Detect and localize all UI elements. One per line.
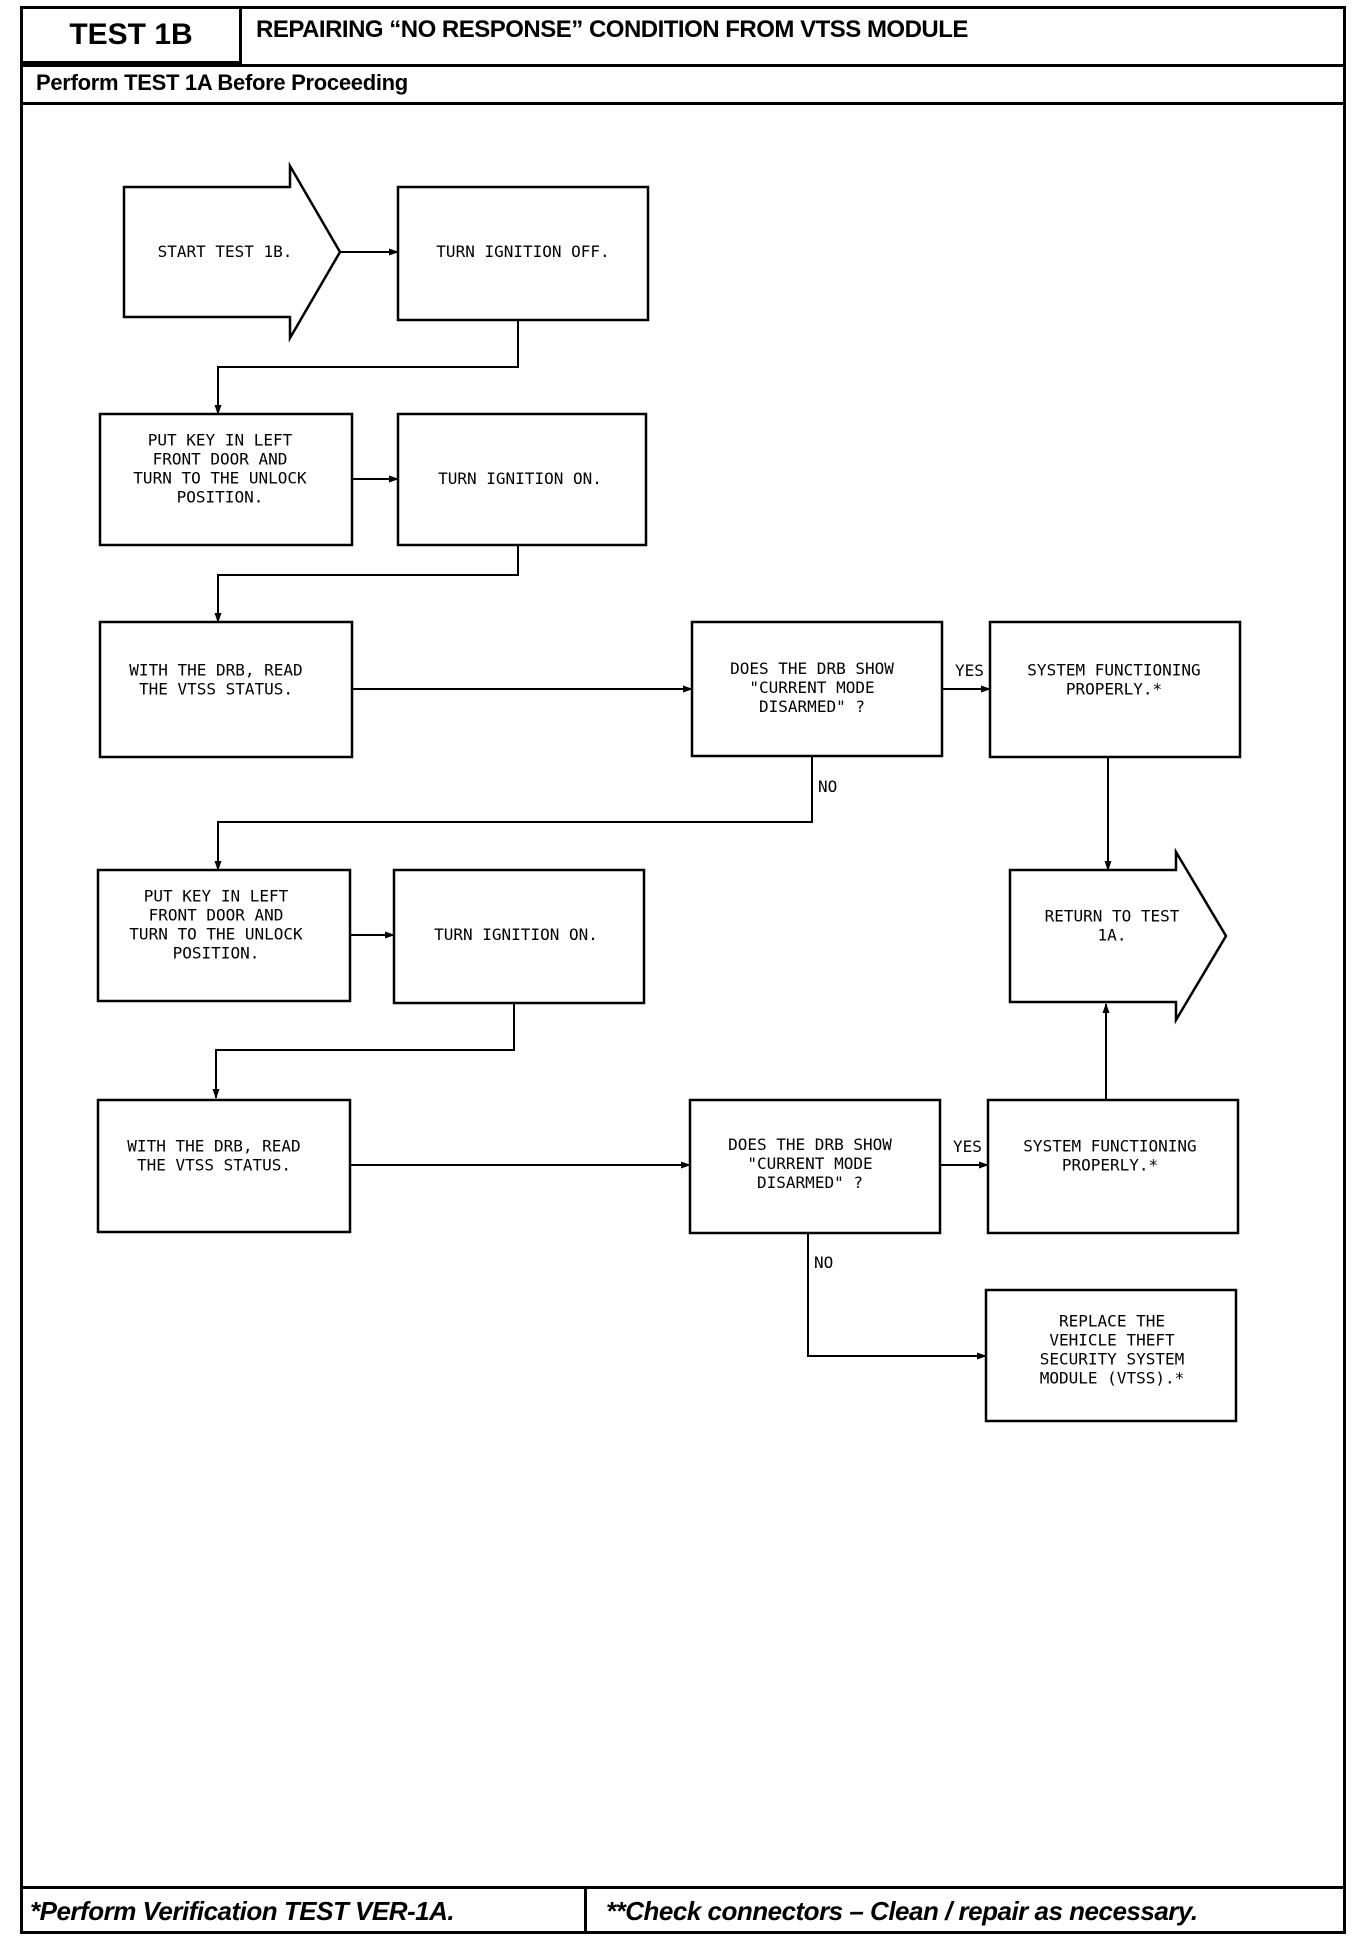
node-text-line: WITH THE DRB, READ — [127, 1137, 300, 1156]
node-text-line: PROPERLY.* — [1066, 680, 1162, 699]
node-text-line: FRONT DOOR AND — [149, 906, 284, 925]
no-label-2: NO — [814, 1253, 833, 1272]
header-divider — [20, 64, 1346, 67]
connectors — [212, 248, 1112, 1360]
footer-note-connectors: **Check connectors – Clean / repair as n… — [606, 1896, 1198, 1926]
arrow-ignition-on-1-to-read-status-1 — [214, 546, 519, 623]
footer-divider — [20, 1886, 1346, 1889]
node-text-line: DISARMED" ? — [759, 697, 865, 716]
node-text-line: DOES THE DRB SHOW — [730, 659, 894, 678]
node-text-line: DISARMED" ? — [757, 1173, 863, 1192]
arrow-ignition-off-to-key-unlock-1 — [214, 320, 519, 415]
node-text-line: PROPERLY.* — [1062, 1156, 1158, 1175]
node-text-line: THE VTSS STATUS. — [139, 680, 293, 699]
subtitle-divider — [20, 102, 1346, 105]
decision-1: DOES THE DRB SHOW"CURRENT MODEDISARMED" … — [690, 620, 944, 758]
ignition-on-step-2: TURN IGNITION ON. — [392, 868, 646, 1005]
node-text-line: TURN IGNITION OFF. — [436, 242, 609, 261]
node-text-line: 1A. — [1098, 926, 1127, 945]
node-text-line: TURN TO THE UNLOCK — [133, 469, 307, 488]
node-text-line: RETURN TO TEST — [1045, 907, 1180, 926]
node-text-line: POSITION. — [173, 944, 260, 963]
node-text-line: THE VTSS STATUS. — [137, 1156, 291, 1175]
footer-note-verification: *Perform Verification TEST VER-1A. — [30, 1896, 455, 1926]
node-text-line: PUT KEY IN LEFT — [148, 431, 293, 450]
no-label-1: NO — [818, 777, 837, 796]
node-text-line: "CURRENT MODE — [749, 678, 874, 697]
node-text-line: SECURITY SYSTEM — [1040, 1350, 1185, 1369]
node-text-line: FRONT DOOR AND — [153, 450, 288, 469]
node-text-line: DOES THE DRB SHOW — [728, 1135, 892, 1154]
yes-label-2: YES — [953, 1137, 982, 1156]
node-text-line: START TEST 1B. — [158, 242, 293, 261]
node-text-line: REPLACE THE — [1059, 1312, 1165, 1331]
decision-2: DOES THE DRB SHOW"CURRENT MODEDISARMED" … — [688, 1098, 942, 1235]
arrow-decision-2-no — [807, 1233, 987, 1360]
ignition-on-step-1: TURN IGNITION ON. — [396, 412, 648, 547]
node-text-line: POSITION. — [177, 488, 264, 507]
yes-label-1: YES — [955, 661, 984, 680]
test-id-label: TEST 1B — [20, 6, 242, 64]
page-frame — [20, 6, 1346, 1934]
node-text-line: WITH THE DRB, READ — [129, 661, 302, 680]
ignition-off-step: TURN IGNITION OFF. — [396, 185, 650, 322]
node-text-line: SYSTEM FUNCTIONING — [1027, 661, 1200, 680]
node-text-line: MODULE (VTSS).* — [1040, 1369, 1185, 1388]
page-title: REPAIRING “NO RESPONSE” CONDITION FROM V… — [256, 16, 968, 43]
node-text-line: PUT KEY IN LEFT — [144, 887, 289, 906]
node-text-line: TURN IGNITION ON. — [434, 925, 598, 944]
node-text-line: TURN TO THE UNLOCK — [129, 925, 303, 944]
page-subtitle: Perform TEST 1A Before Proceeding — [36, 70, 408, 95]
node-text-line: TURN IGNITION ON. — [438, 469, 602, 488]
footer-separator — [584, 1886, 587, 1934]
node-text-line: VEHICLE THEFT — [1049, 1331, 1175, 1350]
arrow-ignition-on-2-to-read-status-2 — [212, 1004, 515, 1099]
start-node: START TEST 1B. — [122, 161, 342, 343]
node-text-line: SYSTEM FUNCTIONING — [1023, 1137, 1196, 1156]
node-text-line: "CURRENT MODE — [747, 1154, 872, 1173]
arrow-decision-1-no — [214, 756, 813, 871]
